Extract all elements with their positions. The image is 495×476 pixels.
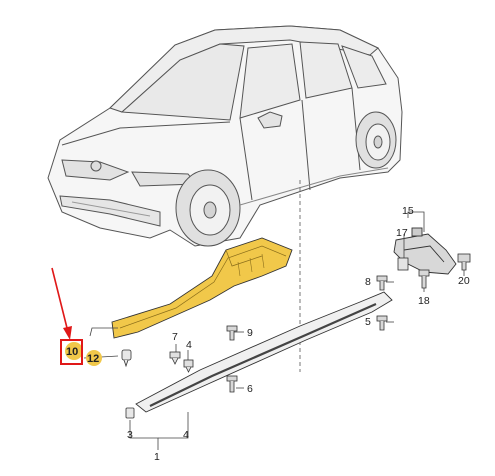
bolt-8 (376, 275, 388, 291)
fasteners (121, 253, 471, 419)
label-10: 10 (66, 346, 78, 358)
label-5: 5 (365, 316, 371, 328)
label-9: 9 (247, 327, 253, 339)
label-20: 20 (458, 275, 470, 287)
bolt-18 (418, 269, 430, 289)
label-4-bottom: 4 (183, 429, 189, 441)
highlight-box (60, 339, 83, 365)
label-8: 8 (365, 276, 371, 288)
label-17: 17 (396, 227, 408, 239)
clip-12 (121, 349, 132, 368)
bracket-assembly (393, 227, 457, 275)
highlight-arrow (51, 267, 72, 340)
screw-6 (226, 375, 238, 393)
label-7: 7 (172, 331, 178, 343)
label-1: 1 (154, 451, 160, 463)
label-15: 15 (402, 205, 414, 217)
clip-4 (183, 359, 194, 373)
label-18: 18 (418, 295, 430, 307)
clip-7 (169, 351, 181, 365)
part-10-dot (65, 342, 83, 360)
car-illustration (47, 25, 403, 247)
label-12: 12 (87, 353, 99, 365)
clip-3 (125, 407, 135, 419)
screw-9 (226, 325, 238, 341)
part-12-dot (86, 350, 102, 366)
label-4-top: 4 (186, 339, 192, 351)
label-6: 6 (247, 383, 253, 395)
clip-17 (397, 257, 409, 271)
bolt-20 (457, 253, 471, 271)
outer-sill-strip (135, 291, 393, 413)
inner-sill-panel (111, 237, 293, 339)
bolt-5 (376, 315, 388, 331)
label-3: 3 (127, 429, 133, 441)
